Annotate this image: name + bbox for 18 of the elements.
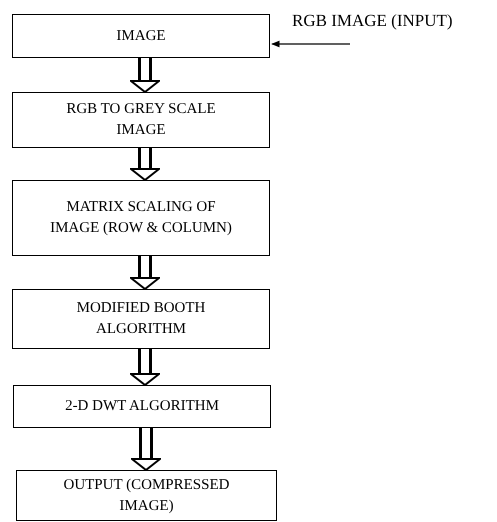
input-label: RGB IMAGE (INPUT) [292, 10, 496, 34]
block-arrow [131, 428, 161, 471]
process-box [12, 14, 270, 58]
block-arrow [130, 148, 160, 181]
process-box [16, 470, 277, 521]
block-arrow [130, 349, 160, 386]
box-label: MATRIX SCALING OF IMAGE (ROW & COLUMN) [49, 198, 233, 238]
process-box [12, 92, 270, 148]
process-box [12, 289, 270, 349]
box-label: RGB TO GREY SCALE IMAGE [65, 100, 217, 140]
box-label: 2-D DWT ALGORITHM [65, 397, 219, 416]
arrow [271, 40, 350, 48]
block-arrow [130, 58, 160, 93]
process-box [12, 180, 270, 256]
box-label: MODIFIED BOOTH ALGORITHM [76, 299, 206, 339]
box-label: IMAGE [116, 26, 166, 46]
box-label: OUTPUT (COMPRESSED IMAGE) [62, 476, 230, 516]
process-box [13, 385, 271, 428]
